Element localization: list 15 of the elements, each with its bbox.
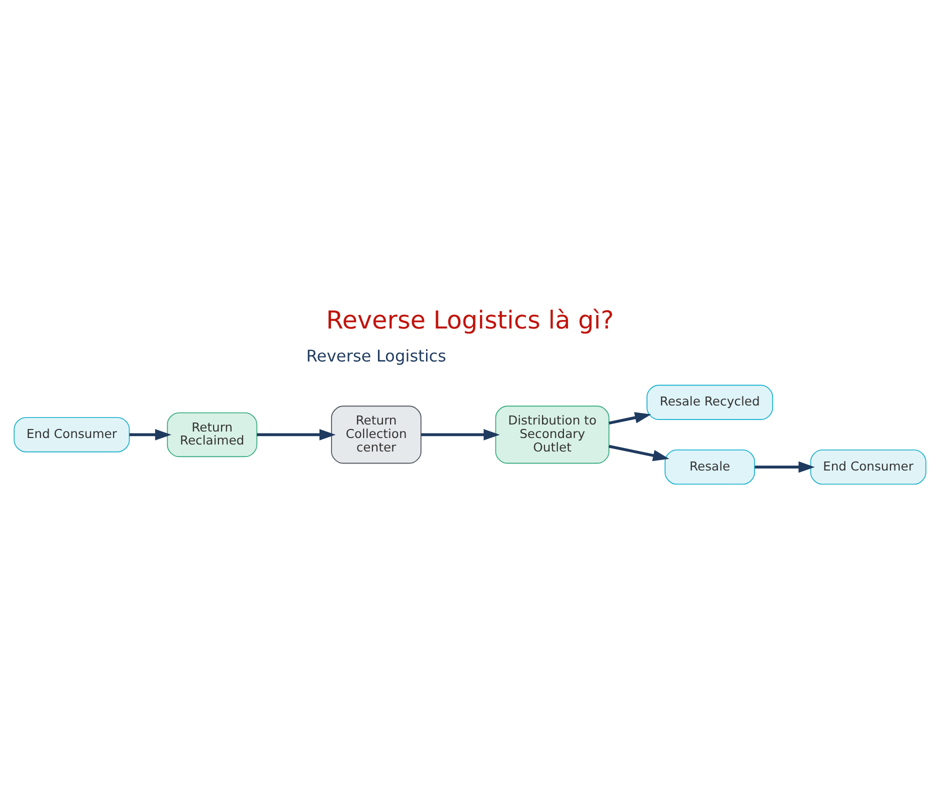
diagram-title: Reverse Logistics là gì? xyxy=(326,304,614,334)
node-box: Resale xyxy=(664,448,756,484)
node-box: End Consumer xyxy=(810,448,926,484)
label: Reverse Logistics xyxy=(306,346,446,366)
node-box: Resale Recycled xyxy=(646,384,774,420)
arrow xyxy=(129,428,172,440)
arrow xyxy=(754,460,815,472)
arrow xyxy=(608,412,652,424)
node-box: End Consumer xyxy=(14,416,130,452)
arrow xyxy=(256,428,336,440)
node-box: Return Reclaimed xyxy=(166,412,258,457)
node-box: Return Collection center xyxy=(331,405,422,464)
arrow xyxy=(608,444,670,461)
arrow xyxy=(421,428,500,440)
node-box: Distribution to Secondary Outlet xyxy=(495,405,610,464)
